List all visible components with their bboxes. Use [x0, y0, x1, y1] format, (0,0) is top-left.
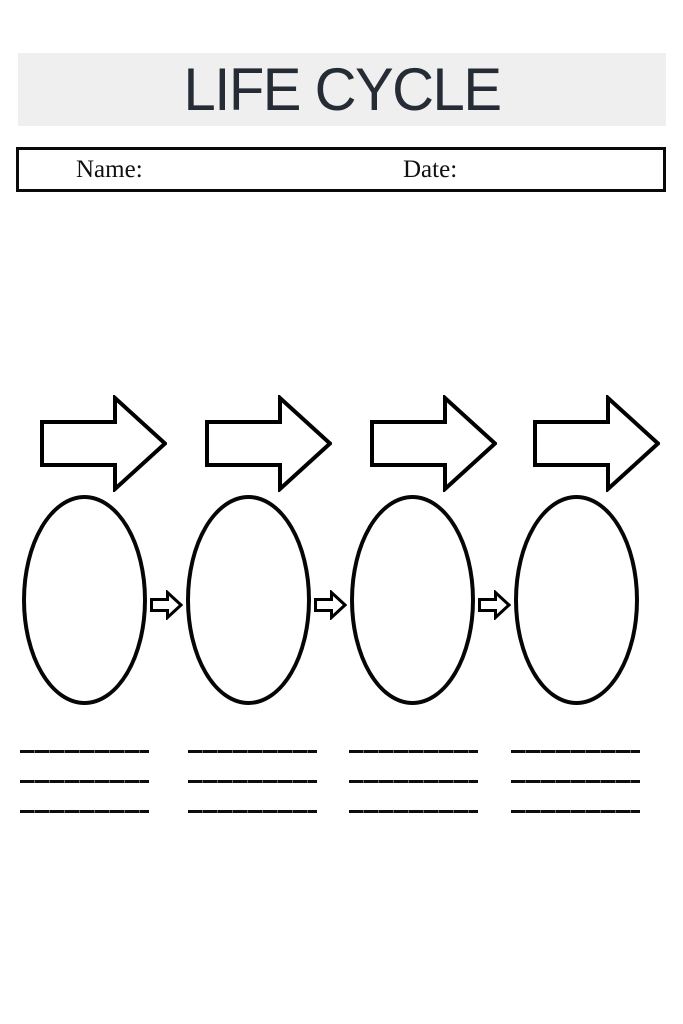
writing-lines-column: [20, 750, 149, 840]
page-title: LIFE CYCLE: [183, 55, 503, 123]
connector-right-arrow-icon: [314, 590, 347, 620]
blank-line: [511, 750, 640, 753]
date-label: Date:: [403, 156, 458, 183]
connector-right-arrow-icon: [478, 590, 511, 620]
flow-right-arrow-icon: [370, 395, 497, 492]
blank-line: [20, 750, 149, 753]
blank-line: [188, 810, 317, 813]
writing-lines-column: [511, 750, 640, 840]
writing-lines-column: [349, 750, 478, 840]
title-banner: LIFE CYCLE: [18, 53, 666, 126]
date-write-area[interactable]: [474, 153, 664, 186]
stage-oval: [350, 495, 475, 705]
blank-line: [511, 780, 640, 783]
stage-oval: [22, 495, 147, 705]
name-label: Name:: [76, 156, 143, 183]
flow-right-arrow-icon: [533, 395, 660, 492]
blank-line: [511, 810, 640, 813]
blank-line: [349, 780, 478, 783]
stage-oval: [514, 495, 639, 705]
blank-line: [349, 810, 478, 813]
blank-line: [20, 780, 149, 783]
blank-line: [349, 750, 478, 753]
name-date-box: Name: Date:: [16, 147, 666, 192]
stage-oval: [186, 495, 311, 705]
name-write-area[interactable]: [164, 153, 384, 186]
flow-right-arrow-icon: [205, 395, 332, 492]
blank-line: [188, 780, 317, 783]
blank-line: [188, 750, 317, 753]
connector-right-arrow-icon: [150, 590, 183, 620]
flow-right-arrow-icon: [40, 395, 167, 492]
writing-lines-column: [188, 750, 317, 840]
blank-line: [20, 810, 149, 813]
